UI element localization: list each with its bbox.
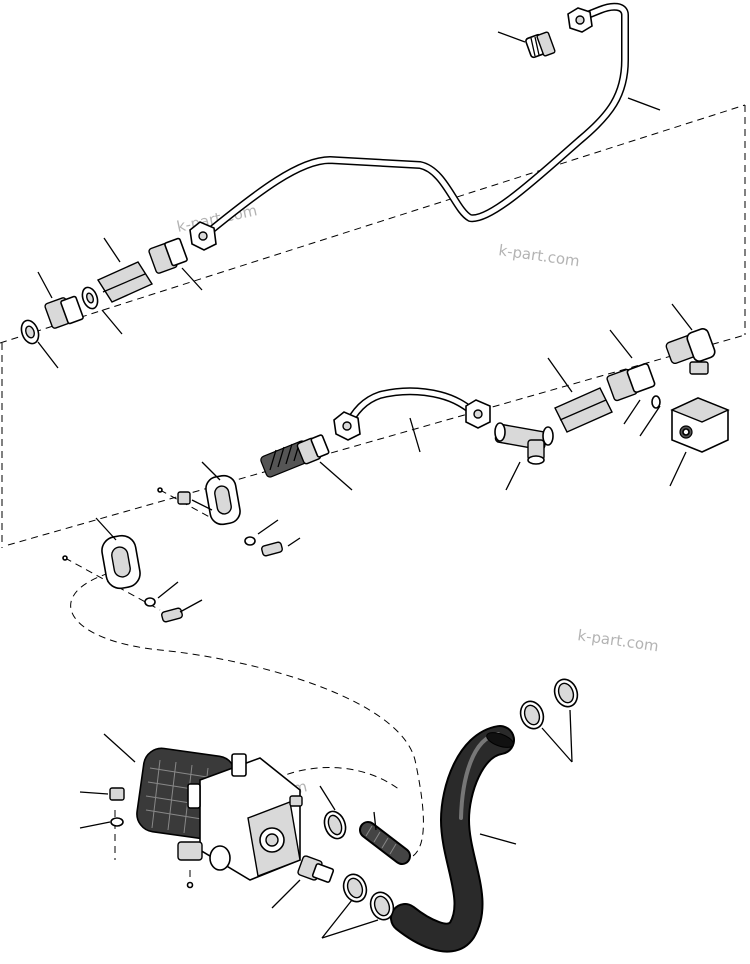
watermark-2: k-part.com xyxy=(497,241,580,270)
upper-steel-tube xyxy=(189,2,629,251)
short-hose xyxy=(359,821,411,865)
upper-left-fittings xyxy=(20,237,188,345)
right-fittings xyxy=(494,328,730,465)
threaded-adapter xyxy=(260,434,330,478)
filter-outlet-fitting xyxy=(297,855,335,883)
main-hose xyxy=(390,725,515,953)
watermark-3: k-part.com xyxy=(576,626,659,655)
filter-assembly xyxy=(109,747,303,889)
hose-clamps xyxy=(323,678,579,921)
clamp-brackets xyxy=(62,474,283,623)
leader-lines xyxy=(37,31,693,939)
upper-adapter-fitting xyxy=(525,31,556,59)
middle-steel-tube xyxy=(333,387,491,441)
phantom-boundary xyxy=(0,104,746,885)
